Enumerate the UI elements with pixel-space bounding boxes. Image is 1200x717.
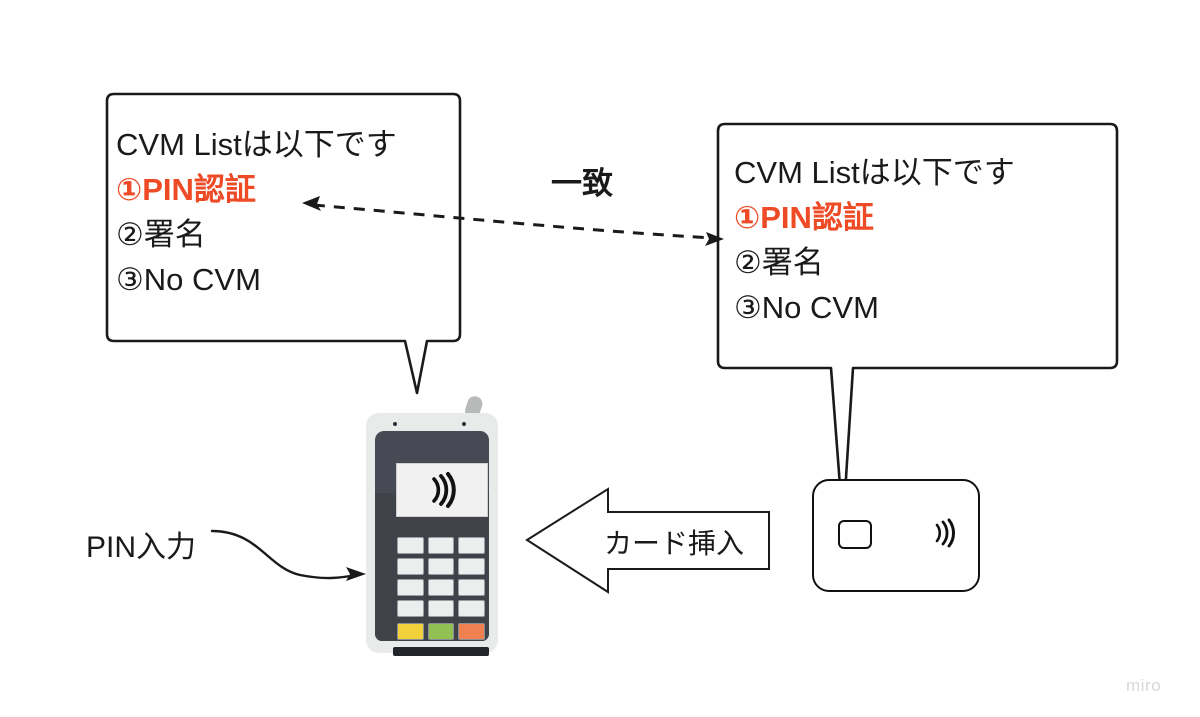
card-reader-slot: [393, 647, 489, 656]
terminal-key[interactable]: [427, 579, 455, 596]
terminal-keypad[interactable]: [397, 537, 485, 617]
miro-watermark: miro: [1126, 676, 1162, 695]
pin-input-arrowhead: [346, 567, 366, 581]
bubble-left-content: CVM Listは以下です ①PIN認証 ②署名 ③No CVM: [116, 129, 397, 309]
pin-input-arrow: [210, 529, 366, 581]
terminal-key[interactable]: [397, 537, 424, 554]
terminal-key[interactable]: [458, 579, 485, 596]
terminal-body: [375, 431, 489, 656]
terminal-key[interactable]: [427, 558, 455, 575]
terminal-key[interactable]: [397, 558, 424, 575]
payment-terminal: [366, 394, 498, 656]
terminal-key[interactable]: [458, 558, 485, 575]
connector-arrowhead-right: [705, 232, 724, 246]
terminal-key[interactable]: [397, 579, 424, 596]
contactless-icon: [432, 472, 456, 508]
pin-input-label: PIN入力: [86, 531, 197, 564]
terminal-screw-right: [462, 422, 466, 426]
bubble-right-item-2: ②署名: [734, 245, 824, 280]
card-contactless-icon: [935, 518, 956, 548]
terminal-key[interactable]: [458, 600, 485, 617]
credit-card: [812, 479, 980, 592]
cancel-key[interactable]: [397, 623, 424, 640]
bubble-right-content: CVM Listは以下です ①PIN認証 ②署名 ③No CVM: [734, 157, 1015, 337]
terminal-key[interactable]: [397, 600, 424, 617]
emv-chip-icon: [838, 520, 872, 549]
bubble-right-title: CVM Listは以下です: [734, 155, 1015, 190]
terminal-key[interactable]: [458, 537, 485, 554]
connector-label-match: 一致: [551, 166, 613, 201]
bubble-left-item-3: ③No CVM: [116, 262, 261, 297]
clear-key[interactable]: [458, 623, 485, 640]
bubble-left-title: CVM Listは以下です: [116, 127, 397, 162]
terminal-key[interactable]: [427, 600, 455, 617]
card-insert-label: カード挿入: [604, 528, 745, 559]
bubble-left-item-1: ①PIN認証: [116, 172, 256, 207]
terminal-shell: [366, 413, 498, 656]
terminal-screen: [396, 463, 488, 517]
terminal-screw-left: [393, 422, 397, 426]
bubble-right-item-3: ③No CVM: [734, 290, 879, 325]
bubble-right-item-1: ①PIN認証: [734, 200, 874, 235]
terminal-function-keys[interactable]: [397, 623, 485, 640]
confirm-key[interactable]: [427, 623, 455, 640]
bubble-left-item-2: ②署名: [116, 217, 206, 252]
terminal-key[interactable]: [427, 537, 455, 554]
